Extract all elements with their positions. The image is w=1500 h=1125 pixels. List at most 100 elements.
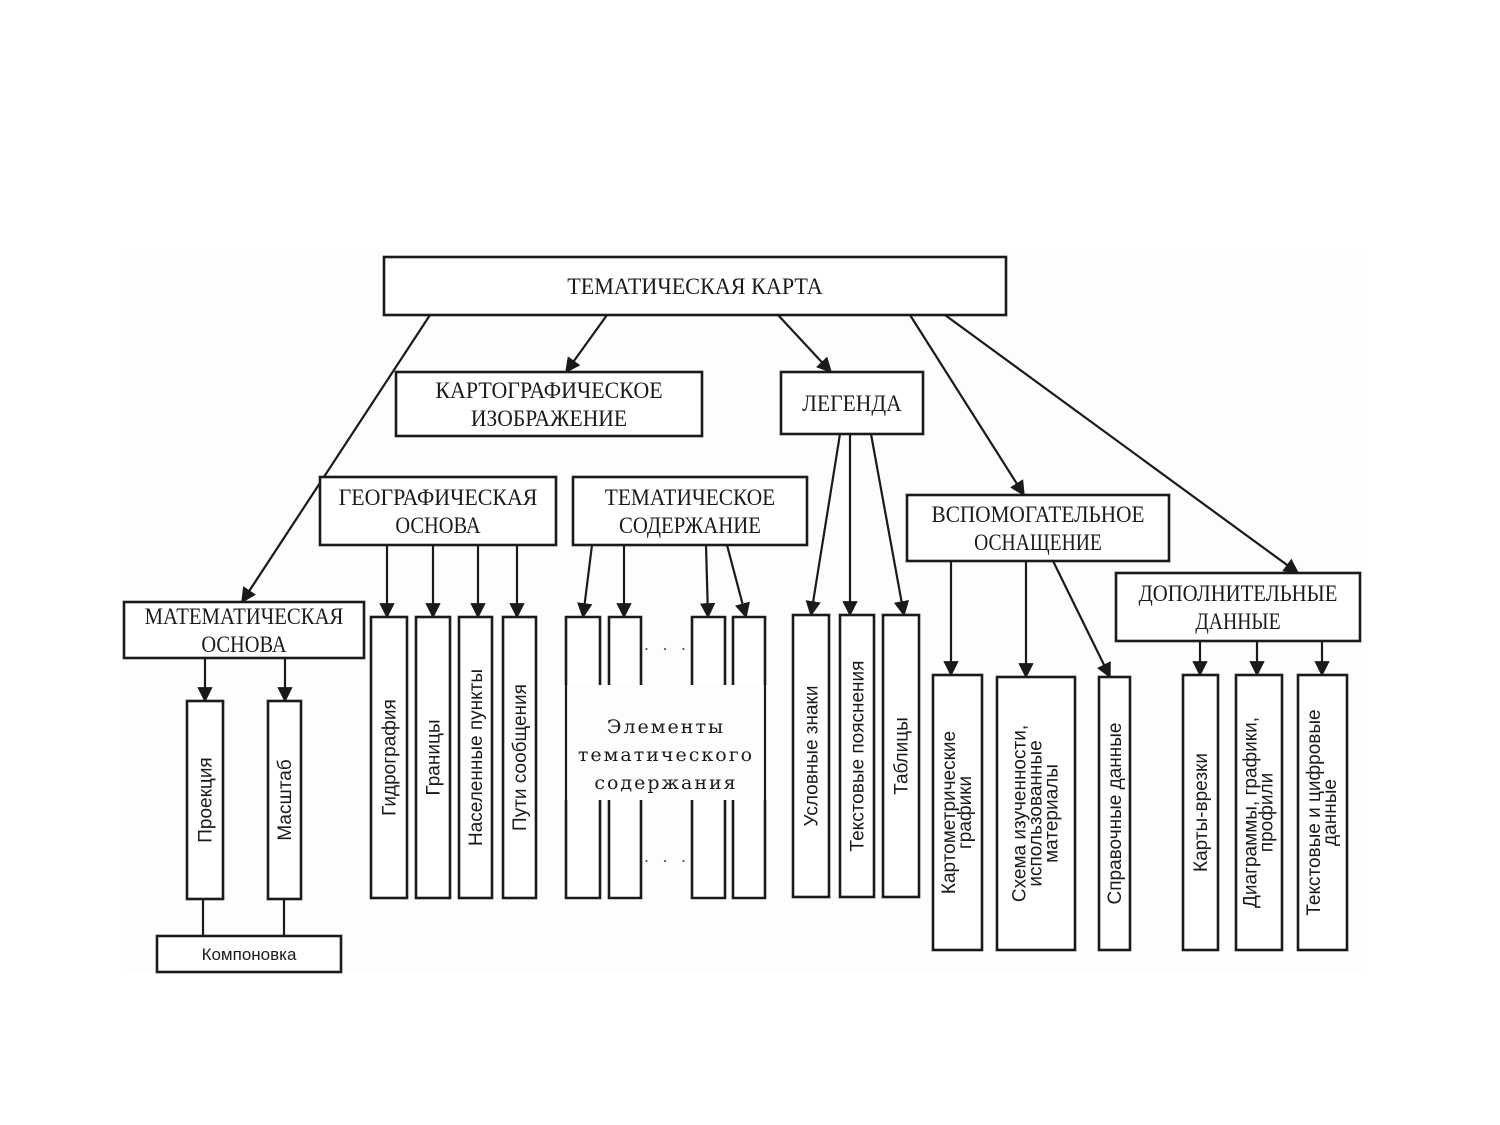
node-scale: Масштаб	[266, 699, 303, 901]
node-study-scheme: Схема изученности,использованныематериал…	[995, 675, 1077, 952]
node-settlements: Населенные пункты	[457, 615, 494, 900]
node-inset-maps: Карты-врезки	[1181, 673, 1220, 952]
node-label: профили	[1256, 773, 1277, 852]
edge-thematic-content-to-tc-col-4	[725, 544, 750, 619]
node-box	[931, 673, 984, 952]
node-box	[1181, 673, 1220, 952]
node-box	[1234, 673, 1284, 952]
edge-legend-to-symbols	[805, 433, 842, 617]
node-layout: Компоновка	[155, 934, 343, 974]
column-bottom	[690, 800, 727, 900]
node-label: Масштаб	[275, 759, 296, 840]
column-bottom	[731, 800, 767, 900]
node-text-explanations: Текстовые пояснения	[838, 613, 876, 899]
nodes-layer: ТЕМАТИЧЕСКАЯ КАРТА КАРТОГРАФИЧЕСКОЕ ИЗОБРА…	[122, 255, 1362, 974]
node-box	[382, 255, 1008, 317]
node-label: ОСНАЩЕНИЕ	[974, 530, 1102, 555]
column-top	[690, 615, 727, 685]
node-box	[881, 613, 921, 899]
node-label: графики	[955, 776, 976, 849]
node-label: Проекция	[196, 757, 217, 842]
node-label: МАТЕМАТИЧЕСКАЯ	[145, 604, 344, 629]
node-label: Таблицы	[892, 717, 913, 795]
node-legend: ЛЕГЕНДА	[779, 370, 925, 436]
node-label: ИЗОБРАЖЕНИЕ	[471, 406, 627, 431]
node-box	[414, 615, 452, 900]
node-box	[905, 493, 1171, 563]
node-box	[318, 475, 558, 547]
column-top	[564, 615, 602, 685]
node-box	[1097, 675, 1132, 952]
node-symbols: Условные знаки	[791, 613, 831, 899]
node-label: Справочные данные	[1105, 723, 1126, 905]
ellipsis-bottom: · · ·	[644, 851, 691, 871]
column-top	[731, 615, 767, 685]
node-mathematical-basis: МАТЕМАТИЧЕСКАЯ ОСНОВА	[122, 600, 366, 660]
node-reference-data: Справочные данные	[1097, 675, 1132, 952]
column-bottom	[607, 800, 643, 900]
node-thematic-content: ТЕМАТИЧЕСКОЕ СОДЕРЖАНИЕ	[571, 475, 809, 547]
node-box	[394, 370, 704, 438]
node-label: Гидрография	[380, 699, 401, 816]
node-label: использованные	[1025, 740, 1046, 886]
node-label: ДОПОЛНИТЕЛЬНЫЕ	[1139, 581, 1338, 606]
edge-thematic-map-to-mathematical-basis	[241, 314, 431, 604]
node-label: ЛЕГЕНДА	[802, 391, 902, 416]
node-hydrography: Гидрография	[369, 615, 409, 900]
node-box	[995, 675, 1077, 952]
node-box	[1296, 673, 1349, 952]
node-label: Диаграммы, графики,	[1240, 717, 1261, 908]
node-tc-col-2	[607, 615, 643, 900]
edge-thematic-map-to-cartographic-image	[565, 314, 608, 374]
node-box	[501, 615, 538, 900]
column-bottom	[564, 800, 602, 900]
node-box	[155, 934, 343, 974]
edge-thematic-content-to-tc-col-3	[699, 544, 716, 619]
edge-thematic-content-to-tc-col-1	[577, 544, 594, 619]
edge-auxiliary-equipment-to-reference-data	[1052, 560, 1111, 679]
node-label: ВСПОМОГАТЕЛЬНОЕ	[932, 502, 1145, 527]
node-diagrams-graphs-profiles: Диаграммы, графики,профили	[1234, 673, 1284, 952]
node-label: КАРТОГРАФИЧЕСКОЕ	[435, 378, 662, 403]
node-label: данные	[1320, 779, 1341, 846]
node-box	[369, 615, 409, 900]
edge-thematic-map-to-legend	[777, 314, 833, 374]
node-label: СОДЕРЖАНИЕ	[619, 513, 761, 538]
thematic-elements-label: содержания	[594, 772, 737, 794]
node-projection: Проекция	[185, 699, 225, 901]
column-top	[607, 615, 643, 685]
node-box	[266, 699, 303, 901]
node-label: ОСНОВА	[201, 632, 287, 657]
node-box	[457, 615, 494, 900]
edges-layer	[197, 314, 1330, 936]
node-box	[185, 699, 225, 901]
node-label: Схема изученности,	[1009, 725, 1030, 902]
node-label: Компоновка	[202, 945, 297, 964]
node-label: Картометрические	[939, 731, 960, 894]
thematic-elements-label: Элементы	[607, 716, 725, 738]
edge-legend-to-tables	[869, 433, 910, 617]
node-label: Карты-врезки	[1191, 753, 1212, 872]
thematic-content-elements: Элементы тематического содержания · · · · · …	[564, 615, 767, 900]
thematic-elements-label: тематического	[578, 744, 754, 766]
node-label: Текстовые и цифровые	[1304, 709, 1325, 915]
node-label: материалы	[1041, 764, 1062, 863]
node-tc-col-3	[690, 615, 727, 900]
node-box	[838, 613, 876, 899]
node-box	[122, 600, 366, 660]
node-tc-col-1	[564, 615, 602, 900]
ellipsis-top: · · ·	[644, 639, 691, 659]
node-label: Пути сообщения	[510, 684, 531, 831]
node-cartographic-image: КАРТОГРАФИЧЕСКОЕ ИЗОБРАЖЕНИЕ	[394, 370, 704, 438]
node-label: ТЕМАТИЧЕСКАЯ КАРТА	[567, 274, 823, 299]
edge-thematic-map-to-additional-data	[944, 314, 1300, 574]
node-label: Текстовые пояснения	[848, 661, 869, 852]
node-box	[779, 370, 925, 436]
node-label: ТЕМАТИЧЕСКОЕ	[605, 485, 775, 510]
node-label: ОСНОВА	[395, 513, 481, 538]
node-box	[791, 613, 831, 899]
